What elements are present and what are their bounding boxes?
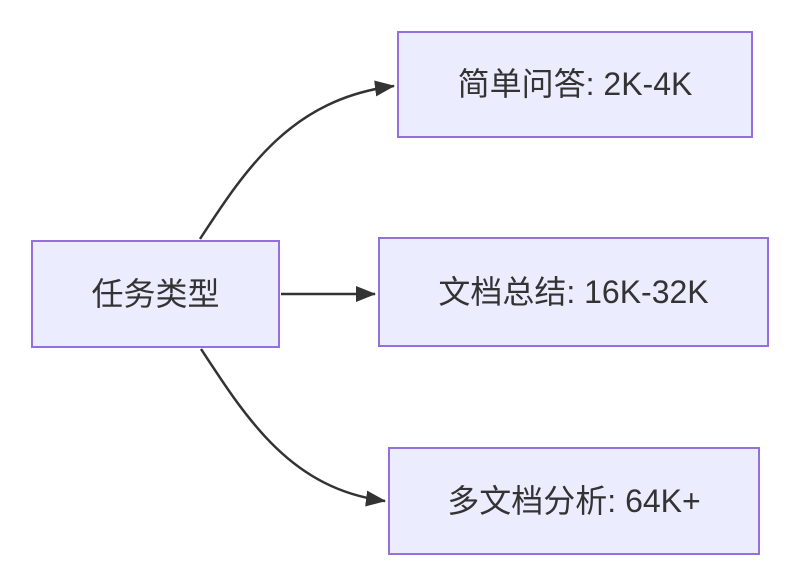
node-label: 简单问答: 2K-4K [457, 66, 693, 103]
node-label: 任务类型 [91, 275, 220, 312]
edge-task-to-simple-qa [198, 80, 395, 240]
edge-task-to-multi-doc [199, 348, 386, 507]
node-label: 文档总结: 16K-32K [438, 273, 709, 310]
node-simple-qa: 简单问答: 2K-4K [397, 31, 753, 138]
node-label: 多文档分析: 64K+ [447, 482, 701, 519]
node-doc-summary: 文档总结: 16K-32K [378, 237, 769, 347]
node-multi-doc: 多文档分析: 64K+ [388, 447, 760, 555]
node-task-type: 任务类型 [31, 240, 280, 348]
